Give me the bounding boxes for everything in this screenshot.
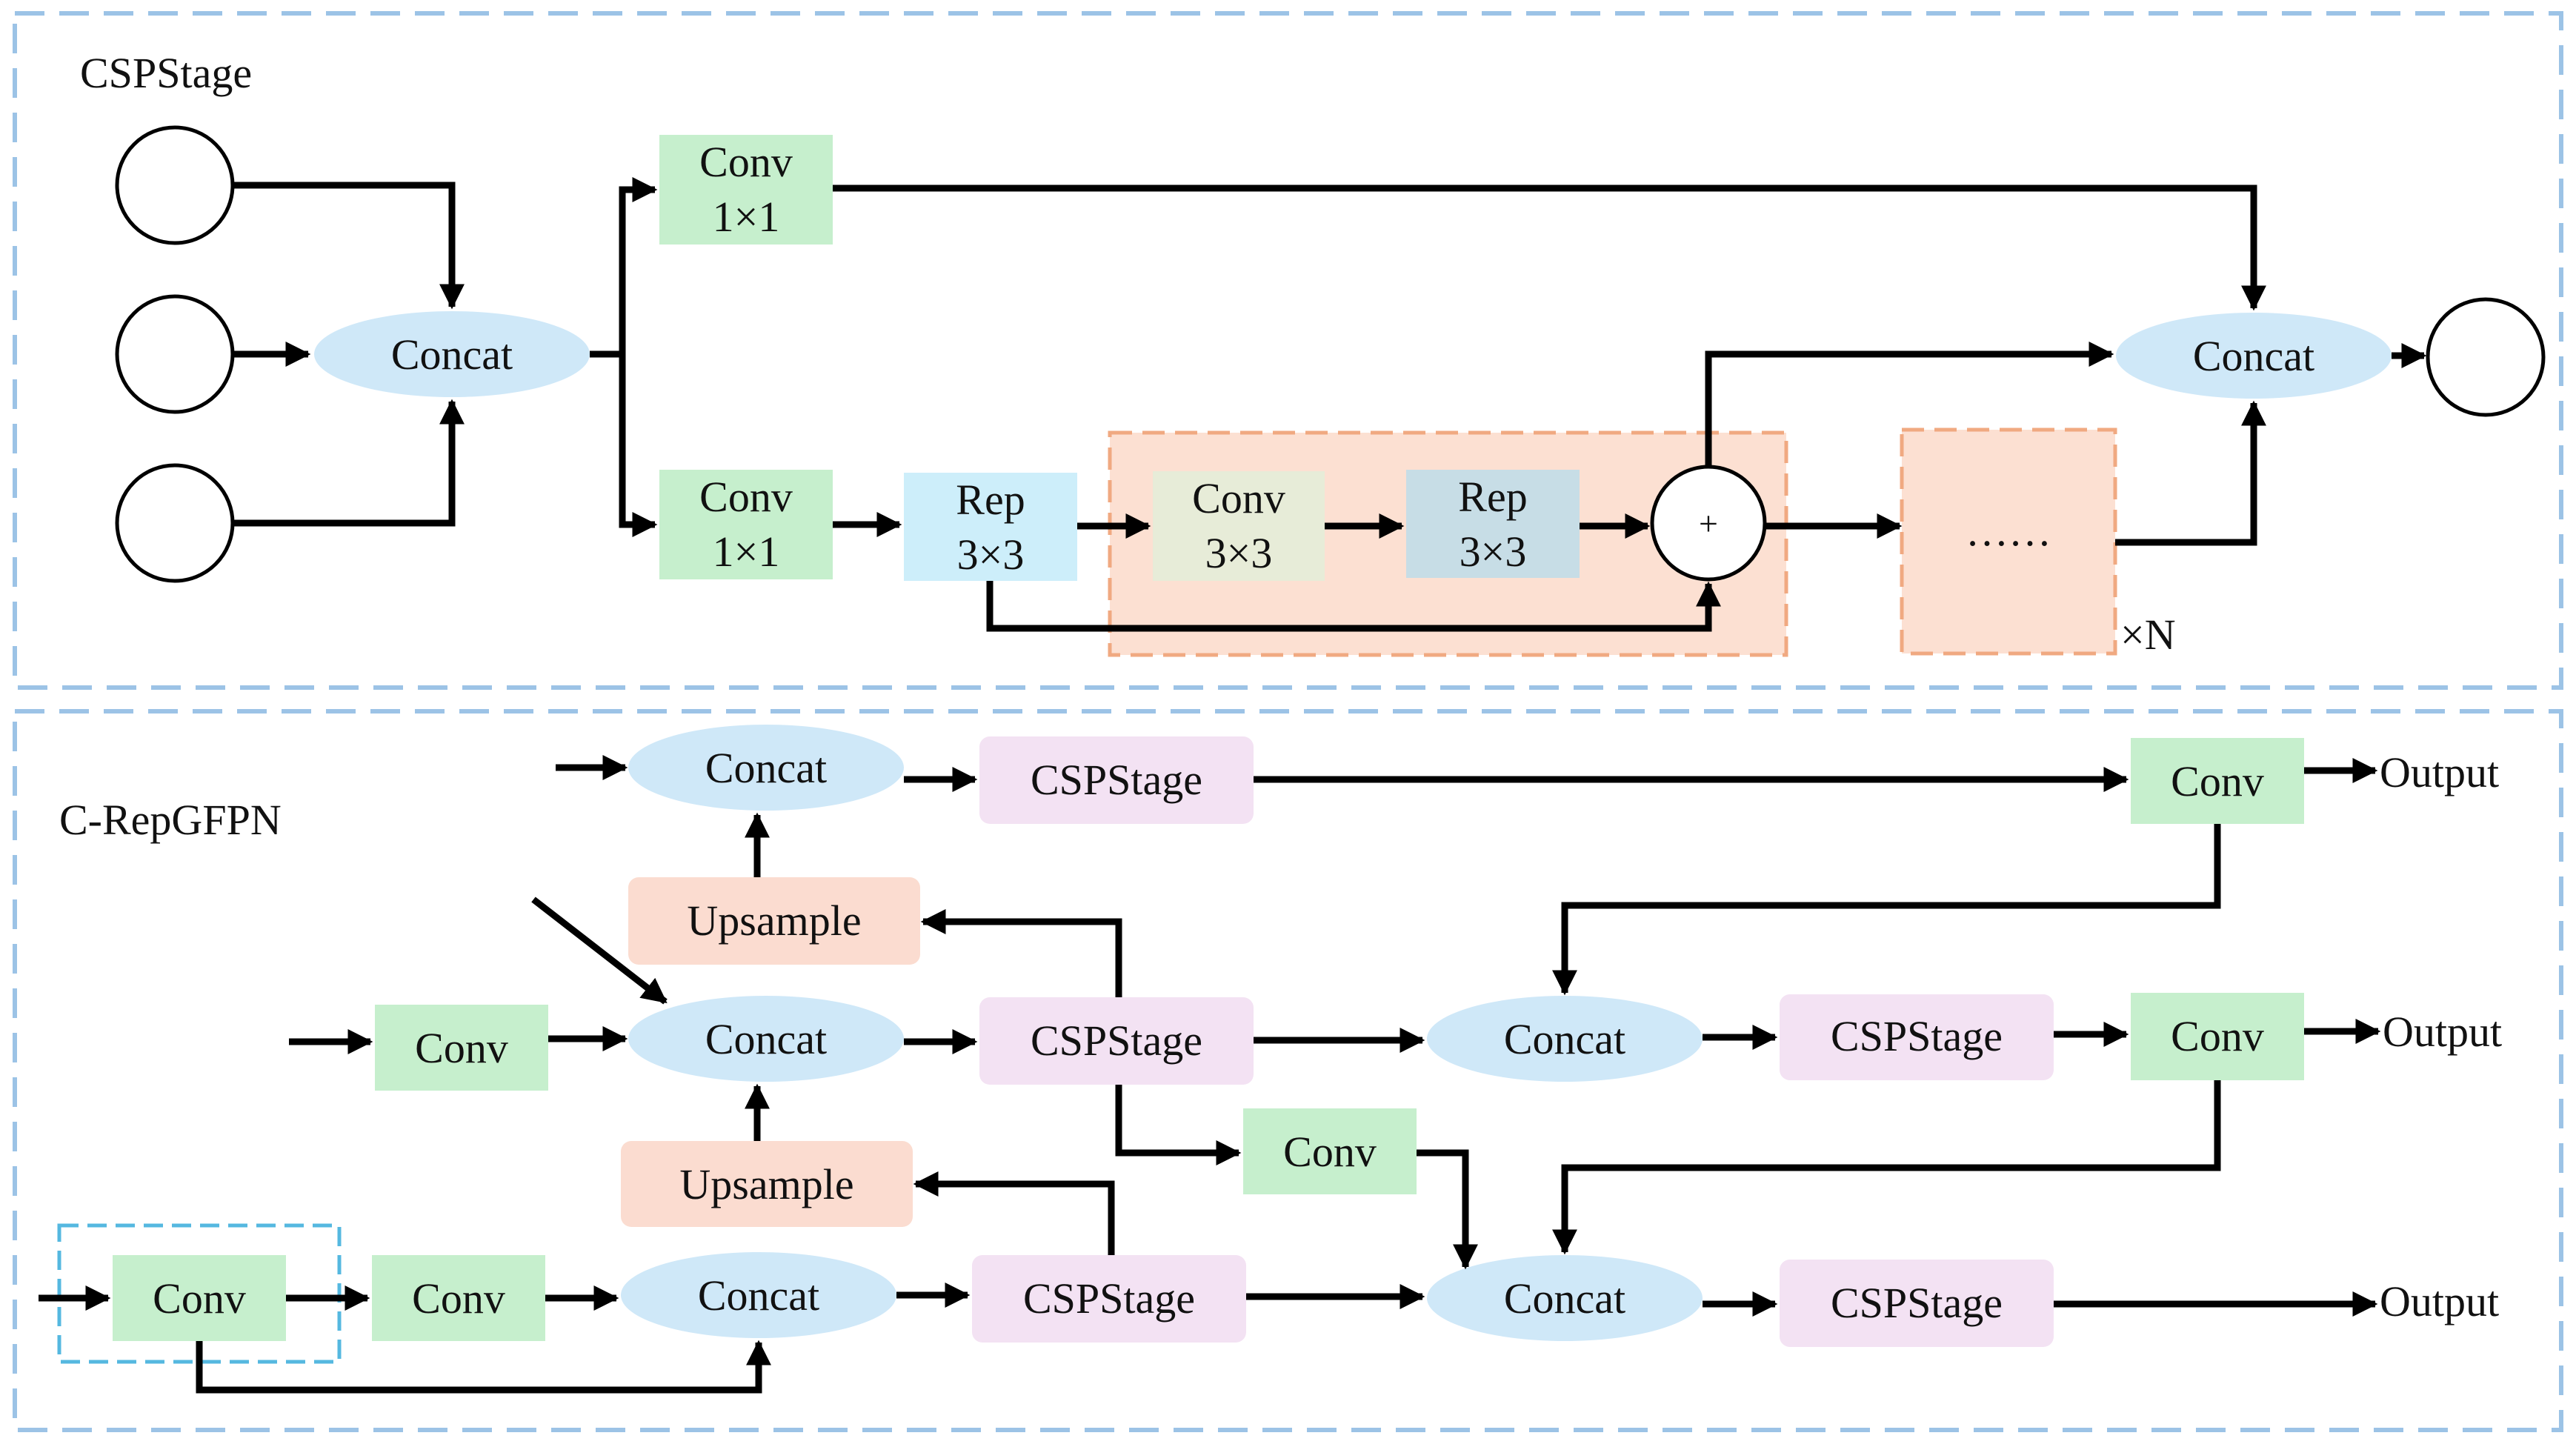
edge-input3-concat [233,399,465,527]
upsample-r2-label: Upsample [679,1160,853,1208]
conv1x1-top-line2: 1×1 [713,193,780,241]
edge-skip-to-add [986,581,1721,632]
output-1-label: Output [2380,748,2499,796]
output-node [2426,297,2546,417]
edge-csp-r2-upsample-r1 [920,909,1122,997]
conv-r2-in-label: Conv [415,1024,508,1072]
conv-out2-label: Conv [2171,1012,2264,1060]
cspstage-r1-label: CSPStage [1031,756,1202,804]
concat-r2-label: Concat [705,1015,827,1063]
edge-conv-out1-concat-r2-mid [1552,824,2221,996]
edge-csp-r3-upsample-r2 [913,1171,1115,1255]
upsample-r1-label: Upsample [687,897,861,945]
conv-r2-in-block [375,1005,548,1091]
conv-out2-block [2131,993,2304,1080]
cspstage-r1-block [979,736,1254,824]
edge-input1-concat [233,182,465,310]
csp-stage-title: CSPStage [80,49,252,97]
edge-conv-top-concat-out [833,184,2266,311]
cspstage-r2-label: CSPStage [1031,1017,1202,1065]
edge-conv-r3-first-skip [196,1340,771,1394]
edge-diagonal-in-concat-r2 [531,897,668,1005]
edge-conv-out2-concat-r3-mid [1552,1080,2221,1255]
conv1x1-top-block [659,135,833,245]
edge-csp-r2-conv-r2-mid [1115,1085,1242,1165]
cspstage-r3-label: CSPStage [1023,1274,1195,1323]
conv-out1-label: Conv [2171,757,2264,805]
rep3x3-line2: 3×3 [957,530,1025,579]
edge-add-to-concat-out [1705,342,2114,467]
concat-in-label: Concat [391,330,513,379]
cspstage-r3-mid-block [1780,1260,2054,1347]
rep3x3-block [904,473,1077,581]
output-2-label: Output [2383,1008,2502,1056]
conv1x1-bottom-line1: Conv [699,473,793,521]
add-symbol: + [1699,505,1718,542]
conv-r3-second-block [372,1255,545,1341]
concat-in-node [314,311,590,397]
concat-r3-mid-label: Concat [1504,1274,1625,1323]
upsample-r1-block [628,877,920,965]
conv-r2-mid-block [1243,1108,1417,1194]
c-repgfpn-title: C-RepGFPN [59,796,282,844]
rep3x3-inner-line1: Rep [1458,473,1527,521]
input-node-2 [115,294,235,414]
edge-branch-conv-bottom [619,354,658,537]
conv3x3-block [1153,471,1325,581]
upsample-r2-block [621,1141,913,1227]
conv-r3-first-label: Conv [153,1274,246,1323]
concat-r3-node [621,1252,896,1338]
repeat-count-label: ×N [2120,611,2176,659]
repeat-ellipsis-region [1900,428,2117,656]
conv1x1-bottom-line2: 1×1 [713,528,780,576]
concat-out-node [2116,313,2392,399]
conv1x1-top-line1: Conv [699,138,793,186]
conv3x3-line2: 3×3 [1205,529,1273,577]
concat-r1-label: Concat [705,744,827,792]
concat-r2-node [628,996,904,1082]
concat-r2-mid-label: Concat [1504,1015,1625,1063]
conv1x1-bottom-block [659,470,833,579]
rep3x3-inner-block [1406,470,1580,578]
conv-r3-second-label: Conv [412,1274,505,1323]
output-3-label: Output [2380,1277,2499,1325]
conv-out1-block [2131,738,2304,824]
csp-stage-panel [13,11,2563,690]
input-node-1 [115,125,235,245]
edge-conv-r2-mid-concat-r3-mid [1417,1149,1478,1270]
cspstage-r2-block [979,997,1254,1085]
cspstage-r2-mid-block [1780,994,2054,1080]
concat-r1-node [628,725,904,811]
concat-r3-label: Concat [698,1271,819,1320]
ellipsis-label: …… [1966,507,2051,555]
concat-out-label: Concat [2193,332,2314,380]
c-repgfpn-edges [39,755,2381,1394]
concat-r3-mid-node [1427,1255,1703,1341]
edge-ellipsis-to-concat-out [2115,400,2266,546]
csp-stage-edges [233,177,2427,632]
concat-r2-mid-node [1427,996,1703,1082]
cspstage-r2-mid-label: CSPStage [1831,1012,2003,1060]
rep3x3-line1: Rep [956,476,1025,524]
edge-branch-conv-top [619,177,658,354]
input-node-3 [115,463,235,583]
conv-r3-first-block [113,1255,286,1341]
rep3x3-inner-line2: 3×3 [1460,528,1527,576]
cspstage-r3-block [972,1255,1246,1343]
cspstage-r3-mid-label: CSPStage [1831,1279,2003,1327]
conv-r2-mid-label: Conv [1283,1128,1377,1176]
selected-conv-frame [57,1223,342,1364]
c-repgfpn-panel [13,709,2563,1432]
conv3x3-line1: Conv [1192,474,1285,522]
